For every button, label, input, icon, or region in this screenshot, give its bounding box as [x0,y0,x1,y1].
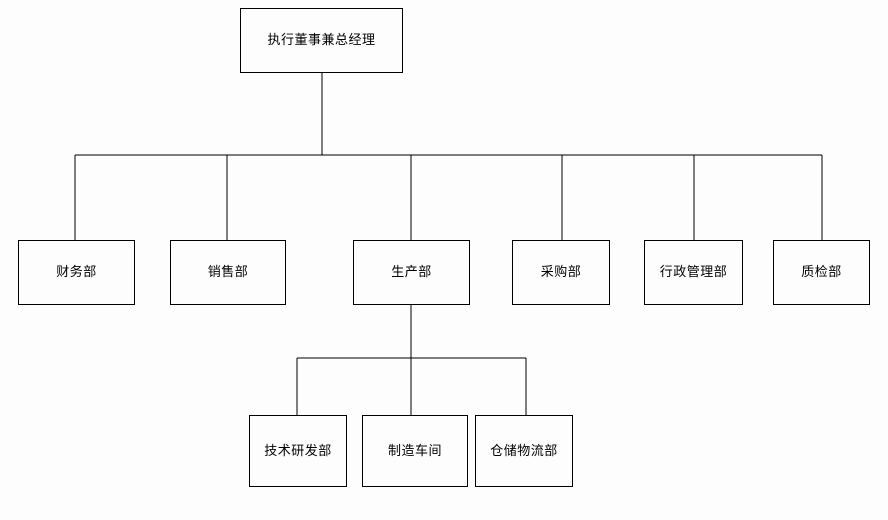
node-label: 制造车间 [387,443,442,459]
node-label: 行政管理部 [659,265,728,280]
node-production-department[interactable]: 生产部 [353,240,470,305]
node-finance-department[interactable]: 财务部 [18,240,135,305]
node-administration-department[interactable]: 行政管理部 [644,240,743,305]
node-manufacturing-workshop[interactable]: 制造车间 [362,415,468,487]
node-label: 生产部 [391,265,432,280]
node-label: 质检部 [801,265,842,280]
node-label: 采购部 [540,265,582,280]
node-label: 执行董事兼总经理 [267,33,376,48]
node-label: 销售部 [207,265,249,280]
node-sales-department[interactable]: 销售部 [170,240,286,305]
node-procurement-department[interactable]: 采购部 [512,240,610,305]
node-label: 财务部 [56,265,97,280]
node-label: 技术研发部 [264,443,332,459]
node-label: 仓储物流部 [490,443,558,459]
node-executive-director[interactable]: 执行董事兼总经理 [240,8,403,73]
node-technology-rnd-department[interactable]: 技术研发部 [249,415,347,487]
node-warehousing-logistics-department[interactable]: 仓储物流部 [475,415,573,487]
node-quality-inspection-department[interactable]: 质检部 [773,240,870,305]
